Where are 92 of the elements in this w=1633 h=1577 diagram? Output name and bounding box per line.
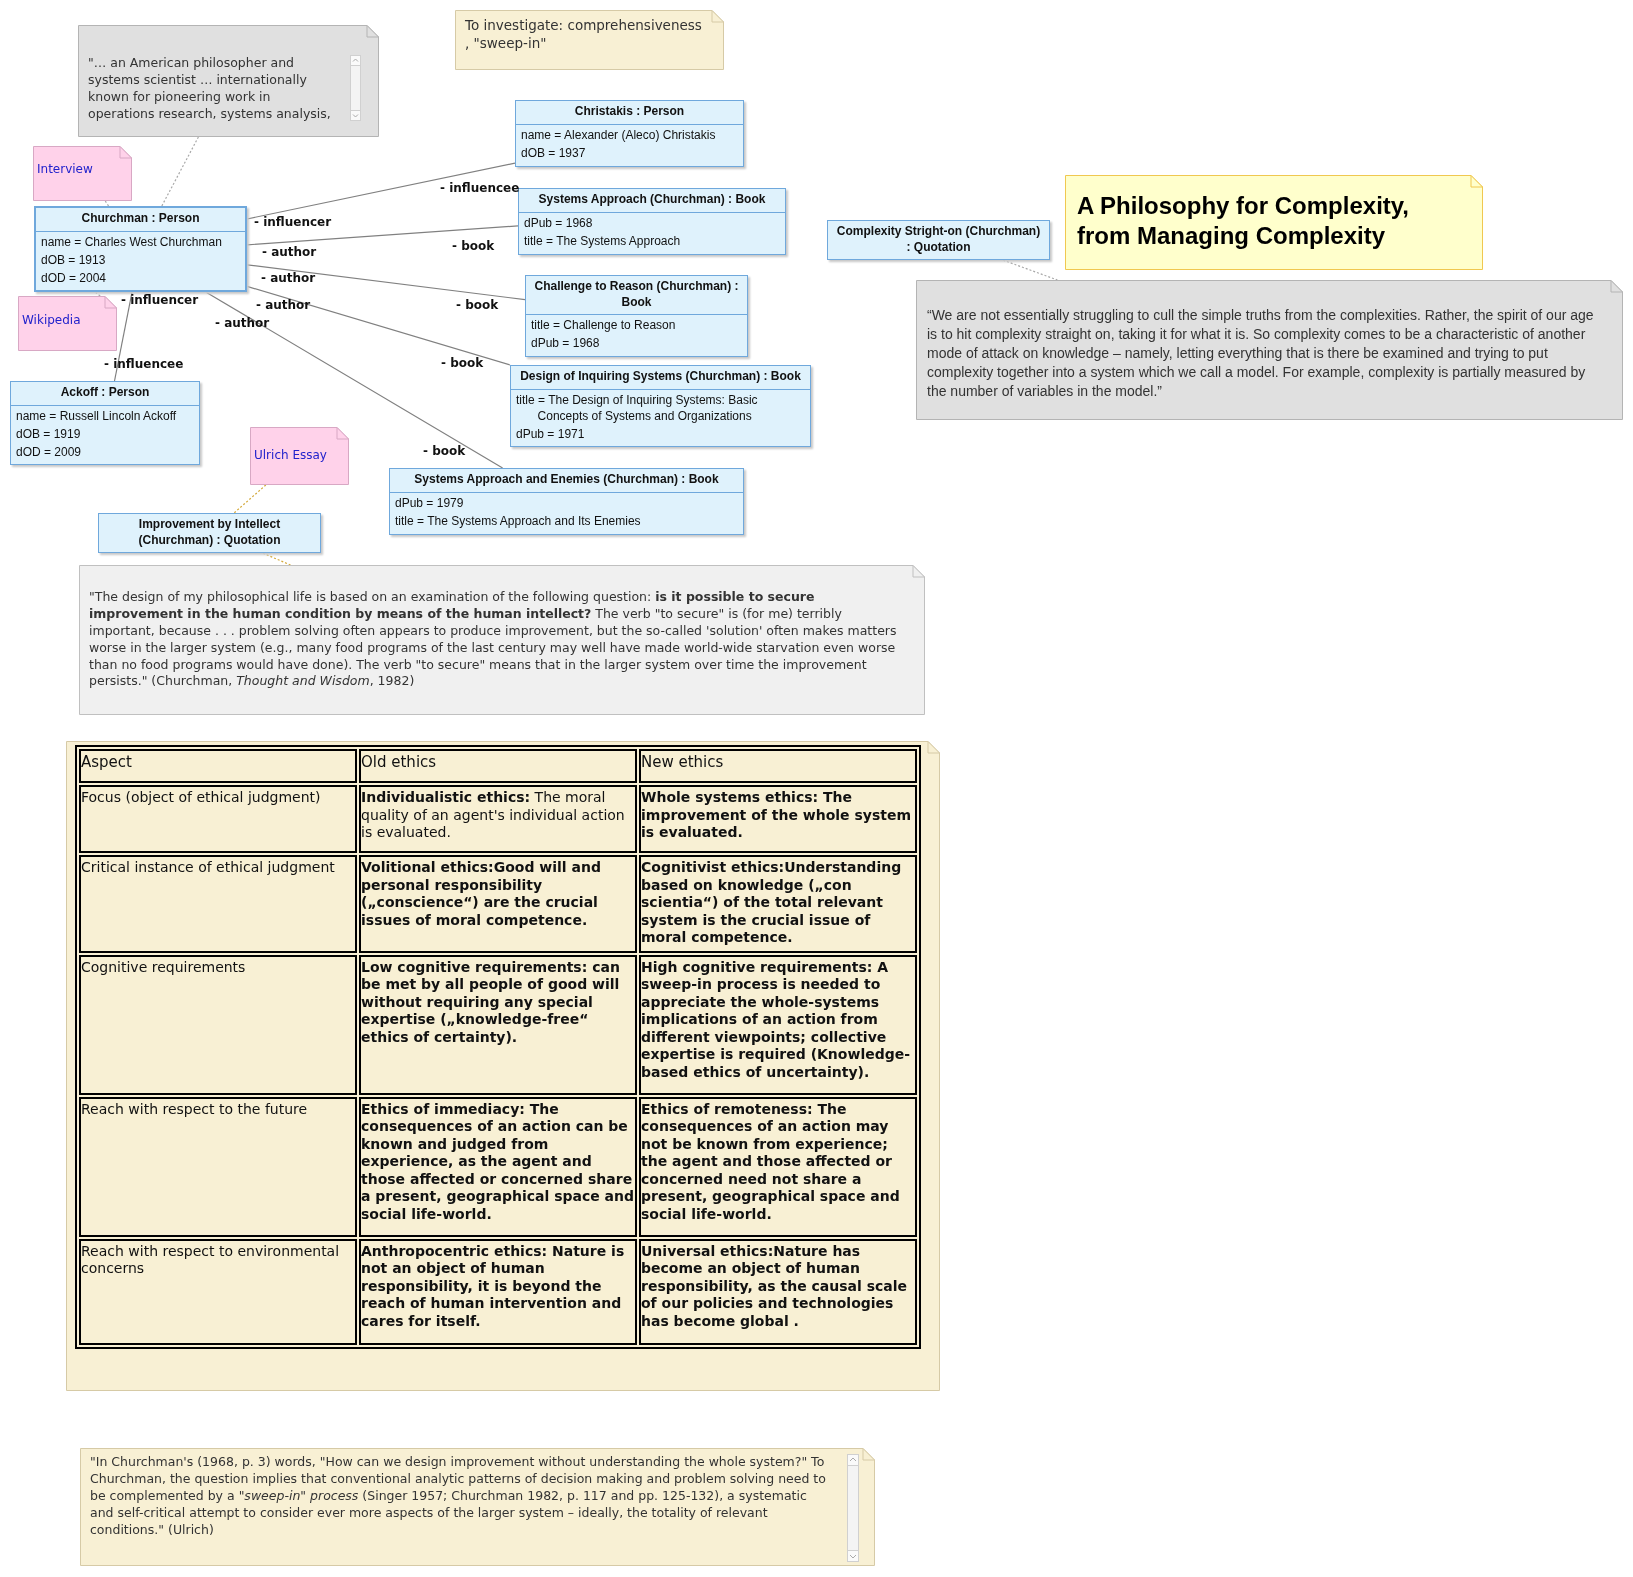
- association-line: [246, 264, 526, 301]
- note-text: "In Churchman's (1968, p. 3) words, "How can we design improvement without understanding the whole system?" To Churchman, the question implies that conventional analytic patterns of decision making and problem solving need to be complemented by a "sweep-in" process (Singer 1957; Churchman 1982, p. 117 and pp. 125-132), a systematic and self-critical attempt to consider ever more aspects of the larger system – ideally, the totality of relevant conditions." (Ulrich): [90, 1454, 827, 1539]
- note-text: Interview: [37, 161, 94, 178]
- object-box: [34, 206, 247, 293]
- attribute-text: dPub = 1979: [394, 494, 465, 512]
- table-header-cell: Old ethics: [359, 749, 637, 783]
- object-title: Systems Approach (Churchman) : Book: [519, 189, 785, 213]
- dotted-connector: [262, 552, 292, 566]
- role-label: - author: [262, 246, 317, 258]
- table-cell: Critical instance of ethical judgment: [79, 855, 357, 953]
- attribute-text: dPub = 1968: [523, 214, 594, 232]
- role-label: - author: [256, 299, 311, 311]
- dotted-connector: [161, 136, 199, 207]
- note-box: [80, 1448, 875, 1566]
- role-label: - influencee: [104, 358, 184, 370]
- object-box: [510, 365, 811, 448]
- object-box: [525, 275, 748, 358]
- note-box: [18, 296, 117, 351]
- note-box: [250, 427, 349, 485]
- table-cell: Universal ethics:Nature has become an object of human responsibility, as the causal scale of our policies and technologies has become global .: [639, 1238, 917, 1345]
- role-label: - author: [215, 317, 270, 329]
- object-title: Christakis : Person: [516, 101, 743, 125]
- attribute-text: dOD = 2009: [15, 443, 83, 461]
- object-box: [515, 100, 744, 167]
- table-cell: Ethics of remoteness: The consequences of an action may not be known from experience; the agent and those affected or concerned need not share a present, geographical space and social life-world.: [639, 1096, 917, 1237]
- table-cell: Volitional ethics:Good will and personal responsibility („conscience“) are the crucial issues of moral competence.: [359, 855, 637, 953]
- note-box: [455, 10, 724, 70]
- attribute-text: name = Alexander (Aleco) Christakis: [520, 126, 717, 144]
- object-title: Challenge to Reason (Churchman) : Book: [526, 276, 747, 316]
- object-title: Churchman : Person: [36, 208, 245, 232]
- association-line: [246, 225, 519, 246]
- role-label: - influencer: [254, 216, 332, 228]
- note-box: [916, 280, 1623, 420]
- attribute-text: dPub = 1968: [530, 335, 601, 353]
- role-label: - book: [452, 240, 495, 252]
- note-box: [78, 25, 379, 137]
- object-box: [389, 468, 744, 535]
- association-line: [246, 285, 511, 366]
- attribute-text: title = The Systems Approach and Its Enemies: [394, 512, 642, 530]
- title-note: [1065, 175, 1483, 270]
- title-text: A Philosophy for Complexity, from Managing Complexity: [1077, 191, 1411, 251]
- attribute-text: title = Challenge to Reason: [530, 317, 677, 335]
- table-cell: Reach with respect to environmental concerns: [79, 1238, 357, 1345]
- dotted-connector: [104, 200, 110, 207]
- attribute-text: title = The Systems Approach: [523, 232, 682, 250]
- attribute-text: dOB = 1919: [15, 425, 82, 443]
- note-text: "The design of my philosophical life is based on an examination of the following question: is it possible to secure improvement in the human condition by means of the human intellect? The verb "to secure" is (for me) terribly important, because . . . problem solving often appears to produce improvement, but the so-called 'solution' often makes matters worse in the larger system (e.g., many food programs of the last century may well have made world-wide starvation even worse than no food programs would have done). The verb "to secure" means that in the larger system over time the improvement persists." (Churchman, Thought and Wisdom, 1982): [89, 589, 898, 691]
- role-label: - book: [441, 357, 484, 369]
- role-label: - influencee: [440, 182, 520, 194]
- attribute-text: name = Charles West Churchman: [40, 233, 223, 251]
- role-label: - book: [423, 445, 466, 457]
- object-title: Design of Inquiring Systems (Churchman) : Book: [511, 366, 810, 390]
- note-text: Wikipedia: [22, 312, 82, 329]
- association-line: [205, 291, 504, 469]
- table-cell: Anthropocentric ethics: Nature is not an object of human responsibility, it is beyond the reach of human intervention and cares for itself.: [359, 1238, 637, 1345]
- table-cell: Cognitive requirements: [79, 954, 357, 1095]
- role-label: - influencer: [121, 294, 199, 306]
- object-box: [10, 381, 200, 466]
- table-cell: Low cognitive requirements: can be met by all people of good will without requiring any special expertise („knowledge-free“ ethics of certainty).: [359, 954, 637, 1095]
- note-box: [79, 565, 925, 715]
- table-cell: Individualistic ethics: The moral quality of an agent's individual action is evaluated.: [359, 785, 637, 853]
- object-title: Systems Approach and Enemies (Churchman) : Book: [390, 469, 743, 493]
- table-cell: Focus (object of ethical judgment): [79, 785, 357, 853]
- attribute-text: dOB = 1913: [40, 251, 107, 269]
- role-label: - author: [261, 272, 316, 284]
- note-box: [33, 146, 132, 201]
- association-line: [246, 162, 516, 220]
- object-title: Ackoff : Person: [11, 382, 199, 406]
- role-label: - book: [456, 299, 499, 311]
- table-header-cell: Aspect: [79, 749, 357, 783]
- table-cell: Reach with respect to the future: [79, 1096, 357, 1237]
- object-box: [827, 220, 1050, 261]
- note-text: “We are not essentially struggling to cull the simple truths from the complexities. Rather, the spirit of our age is to hit complexity straight on, taking it for what it is. So complexity comes to be a characteristic of another mode of attack on knowledge – namely, letting everything that is there be examined and trying to put complexity together into a system which we call a model. For example, complexity is partially measured by the number of variables in the model.”: [927, 306, 1595, 401]
- object-title: Improvement by Intellect (Churchman) : Quotation: [137, 516, 282, 549]
- note-text: Ulrich Essay: [254, 447, 328, 464]
- object-box: [98, 513, 321, 554]
- table-header-cell: New ethics: [639, 749, 917, 783]
- table-cell: Whole systems ethics: The improvement of the whole system is evaluated.: [639, 785, 917, 853]
- attribute-text: name = Russell Lincoln Ackoff: [15, 407, 178, 425]
- object-title: Complexity Stright-on (Churchman) : Quotation: [835, 223, 1042, 256]
- attribute-text: dOB = 1937: [520, 144, 587, 162]
- table-cell: Ethics of immediacy: The consequences of an action can be known and judged from experience, as the agent and those affected or concerned share a present, geographical space and social life-world.: [359, 1096, 637, 1237]
- attribute-text: dPub = 1971: [515, 425, 586, 443]
- association-line: [113, 291, 133, 382]
- object-box: [518, 188, 786, 255]
- attribute-text: dOD = 2004: [40, 269, 108, 287]
- dotted-connector: [233, 484, 267, 514]
- dotted-connector: [95, 291, 101, 297]
- note-text: "… an American philosopher and systems scientist … internationally known for pioneering work in operations research, systems analysis,: [88, 55, 332, 123]
- table-cell: High cognitive requirements: A sweep-in process is needed to appreciate the whole-systems implications of an action from different viewpoints; collective expertise is required (Knowledge-based ethics of uncertainty).: [639, 954, 917, 1095]
- table-cell: Cognitivist ethics:Understanding based on knowledge („con scientia“) of the total relevant system is the crucial issue of moral competence.: [639, 855, 917, 953]
- note-text: To investigate: comprehensiveness , "sweep-in": [465, 16, 703, 53]
